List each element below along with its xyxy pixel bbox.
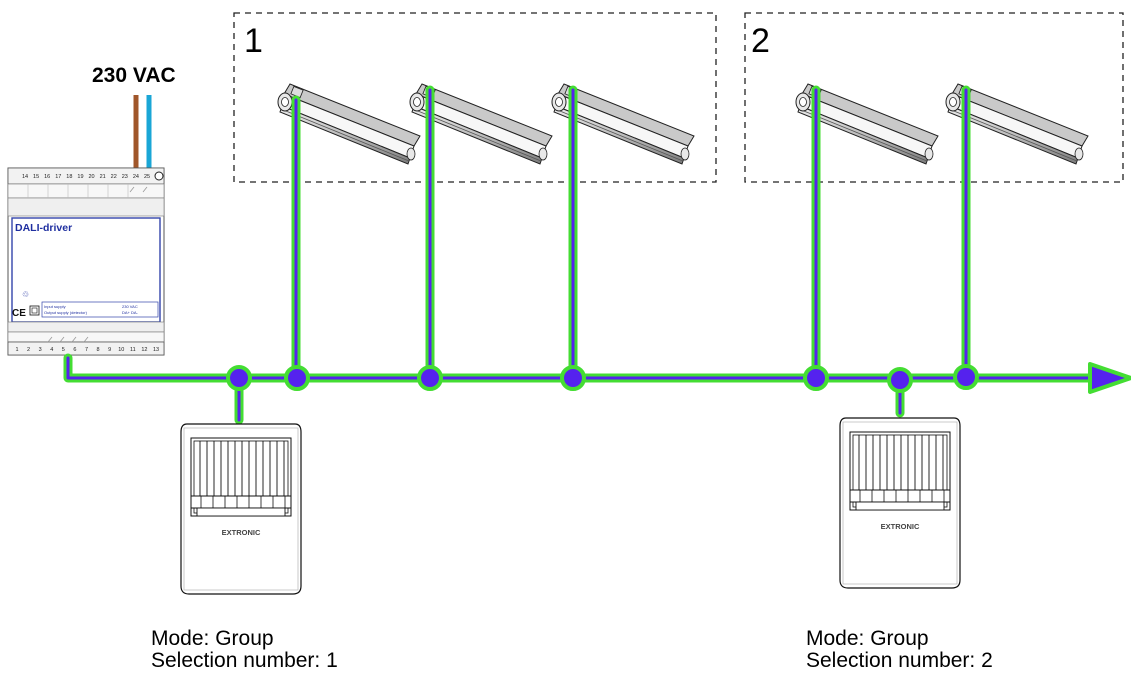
detector-1-selection: Selection number: 1	[151, 649, 338, 672]
terminal-number: 2	[27, 347, 30, 353]
junction-node	[284, 365, 310, 391]
terminal-number: 25	[144, 174, 150, 180]
terminal-number: 20	[88, 174, 94, 180]
terminal-number: 4	[50, 347, 53, 353]
terminal-number: 14	[22, 174, 28, 180]
terminal-number: 9	[108, 347, 111, 353]
junction-node	[803, 365, 829, 391]
terminal-number: 3	[39, 347, 42, 353]
spec-row2-value: DA+ DA-	[122, 310, 139, 315]
detector-2: EXTRONIC	[839, 417, 961, 589]
power-label: 230 VAC	[92, 64, 176, 87]
junction-nodes	[226, 364, 979, 393]
group-1-box	[233, 12, 717, 183]
weee-icon: ♲	[22, 290, 29, 299]
terminal-number: 5	[62, 347, 65, 353]
detector-2-mode: Mode: Group	[806, 627, 929, 650]
terminal-number: 10	[118, 347, 124, 353]
dali-bus	[63, 85, 1095, 425]
detector-2-selection: Selection number: 2	[806, 649, 993, 672]
terminal-number: 18	[66, 174, 72, 180]
terminal-number: 19	[77, 174, 83, 180]
terminal-number: 24	[133, 174, 139, 180]
junction-node	[226, 365, 252, 391]
detector-2-brand: EXTRONIC	[881, 522, 920, 531]
detector-1-caption: Mode: Group Selection number: 1	[151, 628, 338, 672]
terminal-number: 7	[85, 347, 88, 353]
detector-2-caption: Mode: Group Selection number: 2	[806, 628, 993, 672]
spec-row1-label: Input supply	[44, 304, 66, 309]
terminal-number: 17	[55, 174, 61, 180]
terminal-number: 1	[15, 347, 18, 353]
terminal-number: 21	[100, 174, 106, 180]
bus-continuation-arrow-icon	[1088, 362, 1131, 394]
junction-node	[417, 365, 443, 391]
terminal-number: 15	[33, 174, 39, 180]
terminal-number: 13	[153, 347, 159, 353]
double-insulation-icon	[29, 305, 40, 316]
dali-driver-module: DALI-driver ♲ CE Input supply 230 VAC Ou…	[7, 167, 165, 356]
terminal-number: 12	[141, 347, 147, 353]
detector-1-brand: EXTRONIC	[222, 528, 261, 537]
terminal-number: 8	[97, 347, 100, 353]
terminal-number: 6	[73, 347, 76, 353]
detector-1: EXTRONIC	[180, 423, 302, 595]
spec-row1-value: 230 VAC	[122, 304, 138, 309]
junction-node	[953, 364, 979, 390]
detector-1-mode: Mode: Group	[151, 627, 274, 650]
junction-node	[560, 365, 586, 391]
group-1-number: 1	[244, 22, 263, 60]
driver-title: DALI-driver	[15, 222, 72, 234]
terminal-number: 16	[44, 174, 50, 180]
spec-row2-label: Output supply (detector)	[44, 310, 88, 315]
junction-node	[887, 367, 913, 393]
group-2-number: 2	[751, 22, 770, 60]
terminal-number: 23	[122, 174, 128, 180]
top-terminal-labels: 14 15 16 17 18 19 20 21 22 23 24 25	[22, 174, 150, 180]
ce-mark-icon: CE	[12, 308, 26, 319]
terminal-number: 11	[130, 347, 136, 353]
terminal-number: 22	[111, 174, 117, 180]
group-2-box	[744, 12, 1124, 183]
